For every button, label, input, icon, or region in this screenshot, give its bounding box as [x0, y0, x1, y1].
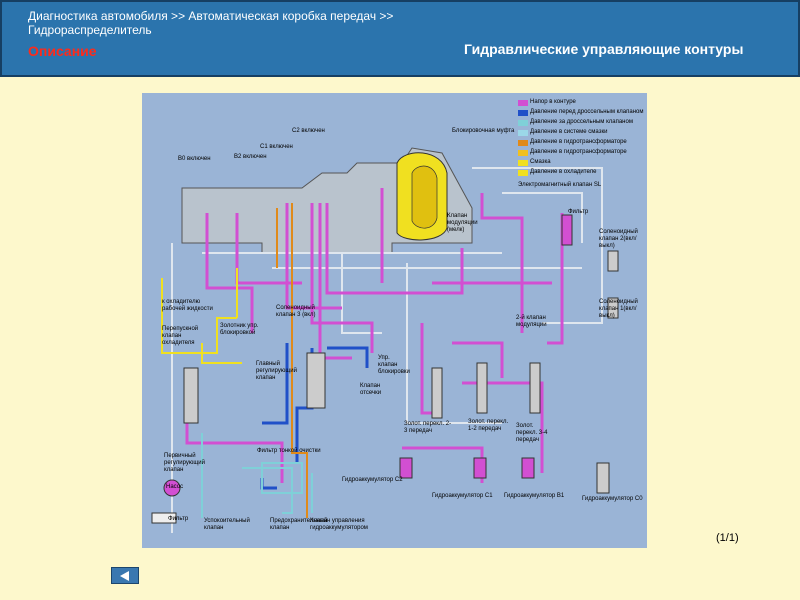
legend-swatch — [518, 110, 528, 116]
legend-item: Давление за дроссельным клапаном — [530, 119, 633, 125]
legend-item: Давление в охладителе — [530, 169, 597, 175]
main-regulator-valve — [306, 352, 326, 409]
label-c1: C1 включен — [260, 144, 293, 150]
governor-pressure-lines — [201, 433, 313, 518]
shift-valve-12 — [476, 362, 488, 414]
legend-item: Давление в системе смазки — [530, 129, 608, 135]
shift-valve-23 — [431, 367, 443, 419]
shift-valve-34 — [529, 362, 541, 414]
legend-item: Смазка — [530, 159, 551, 165]
label-relief-valve: Перепускной клапан охладителя — [162, 326, 199, 346]
label-accumulator-c1: Гидроаккумулятор C1 — [432, 493, 493, 499]
legend-swatch — [518, 130, 528, 136]
label-modulator: Клапан модуляции (мелк) — [447, 213, 478, 233]
legend-swatch — [518, 150, 528, 156]
label-accumulator-c2: Гидроаккумулятор C2 — [342, 477, 403, 483]
legend-swatch — [518, 140, 528, 146]
solenoid-valve-2 — [561, 214, 573, 246]
label-b2: B2 включен — [234, 154, 267, 160]
accumulator-b1 — [521, 457, 535, 479]
accumulator-c1 — [473, 457, 487, 479]
arrow-left-icon — [120, 571, 129, 581]
legend-item: Давление перед дроссельным клапаном — [530, 109, 644, 115]
converter-lines — [161, 268, 242, 364]
label-accumulator-c0: Гидроаккумулятор C0 — [582, 496, 643, 502]
label-b0: B0 включен — [178, 156, 211, 162]
header-bar: Диагностика автомобиля >> Автоматическая… — [0, 0, 800, 77]
label-accumulator-b1: Гидроаккумулятор B1 — [504, 493, 565, 499]
label-modulator-24: 2-й клапан модуляции — [516, 315, 547, 328]
torque-converter-inner — [411, 165, 438, 229]
legend-item: Давление в гидротрансформаторе — [530, 139, 627, 145]
label-solenoid-3: Соленоидный клапан 3 (вкл) — [276, 305, 316, 318]
hydraulic-diagram-svg — [151, 147, 619, 533]
label-lockup-clutch: Блокировочная муфта — [452, 128, 515, 134]
solenoid-1-body — [607, 297, 619, 319]
label-filter-bottom: Фильтр — [168, 516, 189, 522]
label-throttle-valve: Клапан управления гидроаккумулятором — [310, 518, 368, 531]
label-primary-regulator: Первичный регулирующий клапан — [164, 453, 205, 473]
label-safety-valve: Предохранительный клапан — [270, 518, 328, 531]
legend-swatch — [518, 120, 528, 126]
legend-swatch — [518, 160, 528, 166]
legend-swatch — [518, 100, 528, 106]
accumulator-c2 — [399, 457, 413, 479]
label-lockup-relay: Золотник упр. блокировкой — [220, 323, 259, 336]
label-filter-right: Фильтр — [568, 209, 589, 215]
accumulator-c0 — [596, 462, 610, 494]
label-solenoid-1: Соленоидный клапан 1(вкл/выкл) — [599, 299, 638, 319]
label-lockup-control: Упр. клапан блокировки — [378, 355, 410, 375]
solenoid-2-body — [607, 250, 619, 272]
pump-circle — [163, 479, 181, 497]
label-pump: Насос — [166, 484, 184, 490]
filter-bottom-block — [151, 512, 177, 524]
page-counter: (1/1) — [716, 532, 739, 544]
label-check-valve: Успокоительный клапан — [204, 518, 250, 531]
back-button[interactable] — [111, 567, 139, 584]
label-main-regulator: Главный регулирующий клапан — [256, 361, 297, 381]
legend-item: Напор в контуре — [530, 99, 576, 105]
lubrication-lines — [276, 203, 308, 518]
label-shift-34: Золот. перекл. 3-4 передач — [516, 423, 548, 443]
primary-regulator-valve — [183, 367, 199, 424]
breadcrumb: Диагностика автомобиля >> Автоматическая… — [28, 9, 394, 37]
section-title: Описание — [28, 43, 97, 59]
diagram-title: Гидравлические управляющие контуры — [464, 41, 744, 57]
line-pressure-lines — [185, 188, 564, 483]
hydraulic-diagram: Напор в контуре Давление перед дроссельн… — [142, 93, 647, 548]
label-solenoid-sl: Электромагнитный клапан SL — [518, 182, 602, 188]
fine-filter-block — [261, 462, 303, 494]
label-solenoid-2: Соленоидный клапан 2(вкл/выкл) — [599, 229, 638, 249]
legend-swatch — [518, 170, 528, 176]
label-cutback: Клапан отсечки — [360, 383, 382, 396]
label-to-cooler: к охладителю рабочей жидкости — [162, 299, 213, 312]
label-fine-filter: Фильтр тонкой очистки — [257, 448, 321, 454]
label-shift-12: Золот. перекл. 1-2 передач — [468, 419, 509, 432]
label-shift-23: Золот. перекл. 2-3 передач — [404, 421, 452, 434]
legend-item: Давление в гидротрансформаторе — [530, 149, 627, 155]
label-c2: C2 включен — [292, 128, 325, 134]
